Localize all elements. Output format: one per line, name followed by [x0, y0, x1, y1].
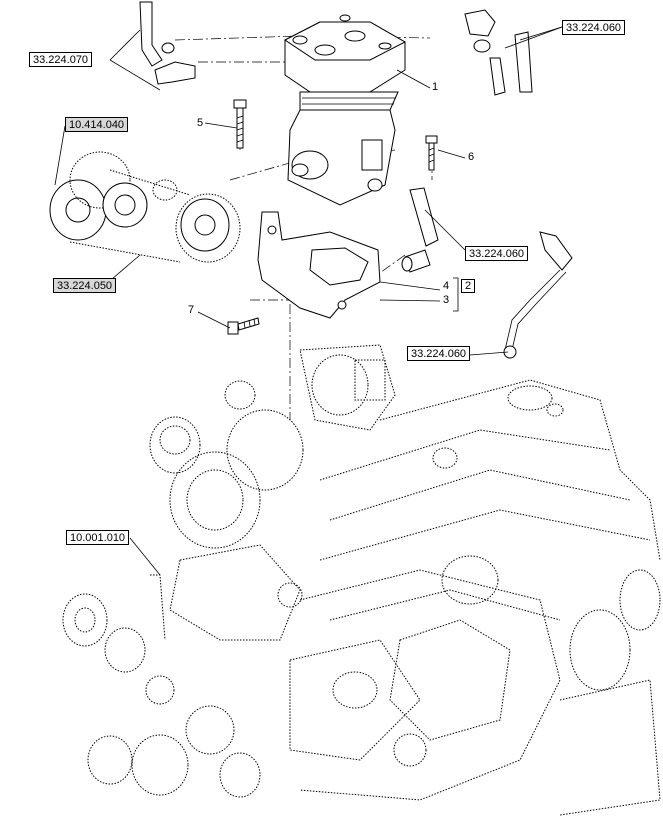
- callout-2: 2: [461, 279, 475, 293]
- callout-5: 5: [197, 117, 204, 129]
- reference-box-10-001-010[interactable]: 10.001.010: [66, 530, 130, 545]
- callout-7: 7: [188, 304, 195, 316]
- reference-box-33-224-050[interactable]: 33.224.050: [53, 278, 117, 293]
- air-compressor: [284, 14, 407, 206]
- callout-3: 3: [443, 294, 450, 306]
- air-lines: [139, 1, 573, 359]
- reference-box-33-224-060-low[interactable]: 33.224.060: [407, 346, 471, 361]
- reference-box-33-224-060-mid[interactable]: 33.224.060: [465, 246, 529, 261]
- bolt-5: [233, 99, 247, 149]
- belt-drive: [49, 151, 241, 263]
- reference-box-33-224-070[interactable]: 33.224.070: [29, 52, 93, 67]
- bolt-7: [227, 317, 260, 335]
- mounting-bracket: [257, 211, 431, 319]
- engine-block: [62, 344, 661, 816]
- callout-4: 4: [443, 280, 450, 292]
- bolt-6: [425, 135, 438, 171]
- reference-box-33-224-060-top[interactable]: 33.224.060: [562, 20, 626, 35]
- callout-1: 1: [432, 81, 439, 93]
- callout-6: 6: [468, 151, 475, 163]
- reference-box-10-414-040[interactable]: 10.414.040: [65, 117, 129, 132]
